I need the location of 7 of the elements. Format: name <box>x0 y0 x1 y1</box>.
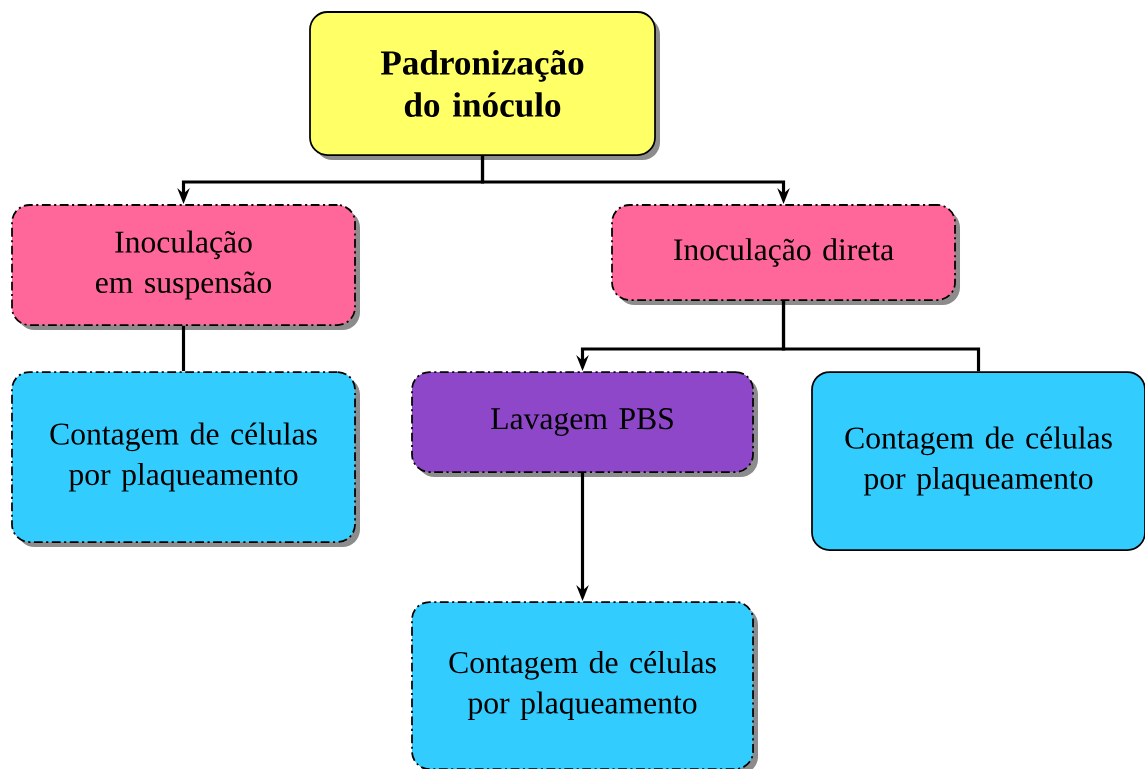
flow-box: Contagem de células por plaqueamento <box>11 371 360 547</box>
flow-box: Lavagem PBS <box>411 371 758 477</box>
flow-box: Contagem de células por plaqueamento <box>811 371 1145 551</box>
flow-box: Inoculação em suspensão <box>11 204 360 330</box>
flow-box: Inoculação direta <box>611 204 960 305</box>
flow-box: Contagem de células por plaqueamento <box>411 601 758 769</box>
flow-box: Padronização do inóculo <box>309 11 660 160</box>
